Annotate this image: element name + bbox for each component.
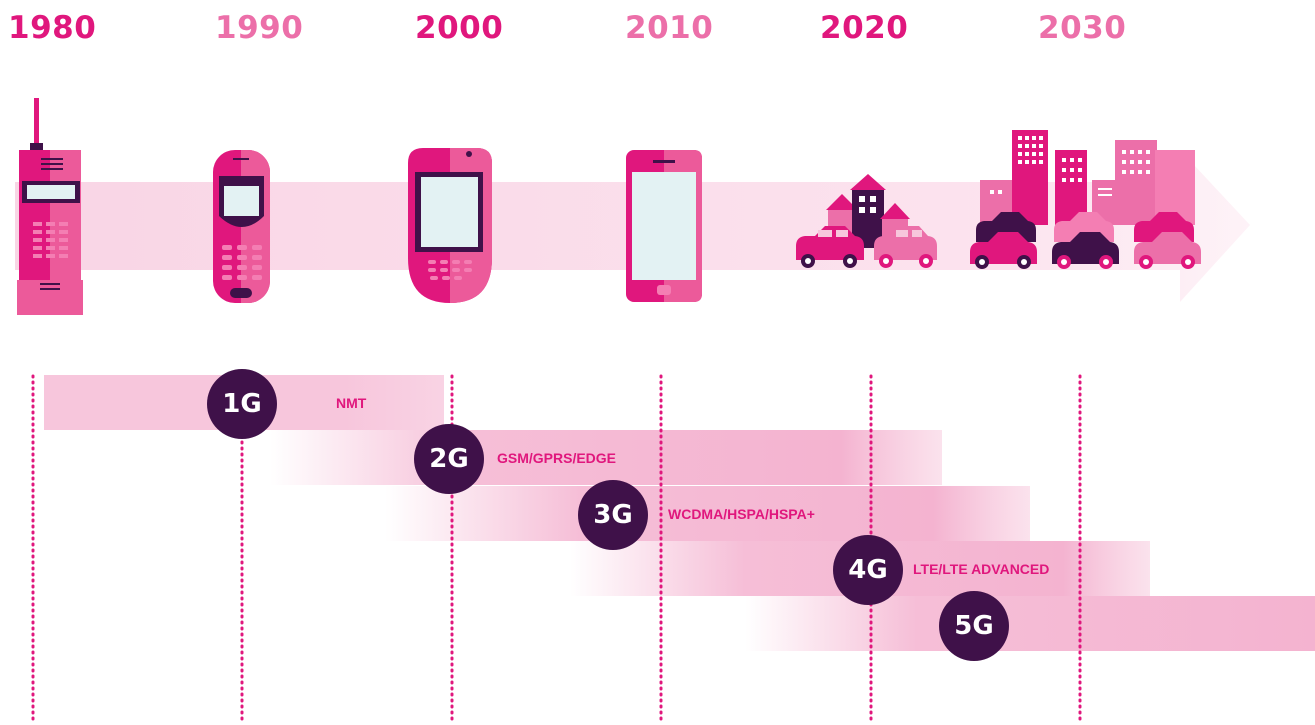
year-2000: 2000 (415, 10, 504, 46)
generation-badge-4g: 4G (833, 535, 903, 605)
band-3g (385, 486, 1030, 541)
year-2030: 2030 (1038, 10, 1127, 46)
city-traffic-icon (970, 130, 1201, 269)
smartphone-icon (626, 150, 702, 302)
year-2010: 2010 (625, 10, 714, 46)
tech-label-1g: NMT (336, 395, 367, 411)
tech-label-2g: GSM/GPRS/EDGE (497, 450, 617, 466)
generation-badge-1g: 1G (207, 369, 277, 439)
generation-badge-5g: 5G (939, 591, 1009, 661)
brick-phone-icon (17, 98, 83, 315)
town-cars-icon (796, 174, 937, 268)
generation-badge-3g: 3G (578, 480, 648, 550)
band-2g (270, 430, 942, 485)
flip-phone-icon (213, 150, 270, 303)
year-2020: 2020 (820, 10, 909, 46)
pda-phone-icon (408, 148, 492, 303)
year-1990: 1990 (215, 10, 304, 46)
tech-label-3g: WCDMA/HSPA/HSPA+ (668, 506, 815, 522)
tech-label-4g: LTE/LTE ADVANCED (913, 561, 1050, 577)
year-1980: 1980 (8, 10, 97, 46)
generation-badge-2g: 2G (414, 424, 484, 494)
band-5g (745, 596, 1315, 651)
